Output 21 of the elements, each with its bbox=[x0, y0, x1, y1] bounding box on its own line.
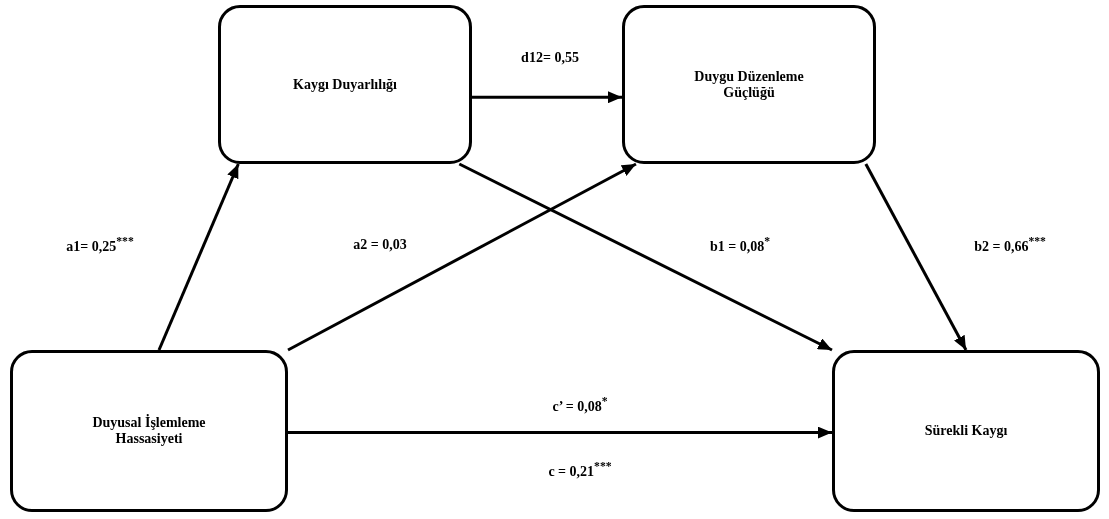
arrow bbox=[157, 163, 240, 351]
node-label: Duygu Düzenleme Güçlüğü bbox=[693, 68, 805, 101]
node-label: Sürekli Kaygı bbox=[924, 423, 1008, 439]
arrow bbox=[864, 163, 968, 351]
process-box bbox=[218, 5, 472, 164]
arrow bbox=[472, 91, 622, 104]
node-label: Kaygı Duyarlılığı bbox=[293, 76, 397, 93]
edge-label: c’ = 0,08$^{*}$ bbox=[550, 395, 610, 415]
arrow bbox=[288, 426, 832, 439]
node-label: Duyusal İşlemleme Hassasiyeti bbox=[91, 415, 207, 447]
edge-label: d12= 0,55 bbox=[519, 50, 581, 66]
arrow bbox=[458, 162, 833, 352]
process-box bbox=[832, 350, 1100, 512]
edge-label: a2 = 0,03 bbox=[351, 237, 409, 253]
arrow bbox=[287, 162, 637, 352]
effect-label: c = 0,21$^{***}$ bbox=[546, 460, 614, 480]
edge-label: b1 = 0,08$^{*}$ bbox=[707, 235, 773, 255]
edge-label: b2 = 0,66$^{***}$ bbox=[972, 235, 1048, 255]
process-box bbox=[622, 5, 876, 164]
process-box bbox=[10, 350, 288, 512]
edge-label: a1= 0,25$^{***}$ bbox=[64, 235, 136, 255]
